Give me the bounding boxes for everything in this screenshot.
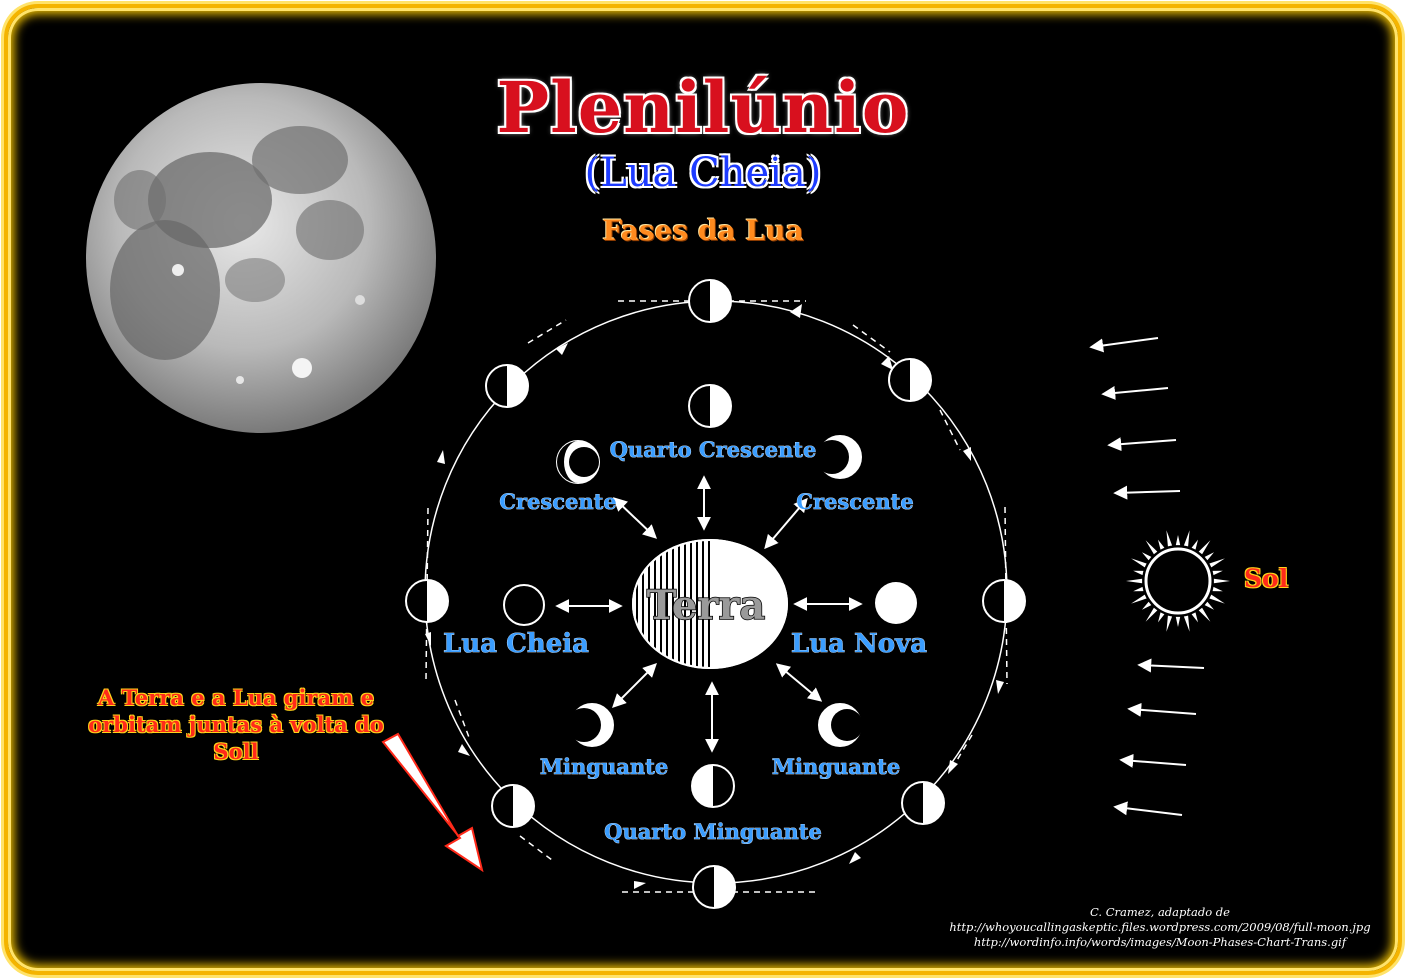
orbit-note: A Terra e a Lua giram e orbitam juntas à…: [88, 685, 384, 764]
phase-minguante-left: [567, 703, 614, 747]
label-quarto-crescente: Quarto Crescente: [610, 437, 817, 462]
full-moon-image: [86, 83, 436, 433]
phase-quarto-crescente: [688, 384, 732, 428]
outer-moon-bottom-right: [901, 781, 945, 825]
phase-minguante-right: [818, 703, 863, 747]
credit-line-3: http://wordinfo.info/words/images/Moon-P…: [973, 935, 1347, 949]
label-lua-cheia: Lua Cheia: [443, 629, 589, 659]
page-title: Plenilúnio: [496, 66, 910, 149]
label-quarto-minguante: Quarto Minguante: [604, 819, 822, 844]
outer-orbit-moons: [405, 279, 1026, 909]
outer-moon-top: [688, 279, 732, 323]
phases-heading: Fases da Lua: [602, 214, 804, 247]
label-lua-nova: Lua Nova: [791, 629, 927, 659]
phase-lua-cheia: [503, 584, 545, 626]
note-pointer-arrow: [381, 732, 484, 873]
outer-moon-left: [405, 579, 449, 623]
phase-quarto-minguante: [691, 764, 735, 808]
page-subtitle: (Lua Cheia): [584, 150, 822, 196]
outer-moon-top-right: [888, 358, 932, 402]
inner-phase-moons: [503, 384, 917, 808]
sun-label: Sol: [1244, 564, 1289, 593]
label-crescente-left: Crescente: [499, 489, 616, 514]
earth: Terra: [632, 539, 788, 669]
label-minguante-left: Minguante: [540, 754, 668, 779]
label-minguante-right: Minguante: [772, 754, 900, 779]
sun-icon: [1126, 530, 1230, 632]
phase-crescente-right: [815, 435, 862, 479]
phase-lua-nova: [875, 582, 917, 624]
sunlight-arrows: [1089, 337, 1205, 816]
earth-phase-arrows: [555, 475, 863, 753]
credit-line-1: C. Cramez, adaptado de: [1090, 905, 1230, 919]
earth-label: Terra: [647, 582, 766, 629]
outer-moon-bottom-left: [491, 784, 535, 828]
credits: C. Cramez, adaptado de http://whoyoucall…: [940, 905, 1380, 950]
credit-line-2: http://whoyoucallingaskeptic.files.wordp…: [949, 920, 1371, 934]
outer-moon-bottom: [692, 865, 736, 909]
outer-moon-right: [982, 579, 1026, 623]
label-crescente-right: Crescente: [796, 489, 913, 514]
phase-crescente-left: [556, 440, 600, 484]
outer-moon-top-left: [485, 364, 529, 408]
